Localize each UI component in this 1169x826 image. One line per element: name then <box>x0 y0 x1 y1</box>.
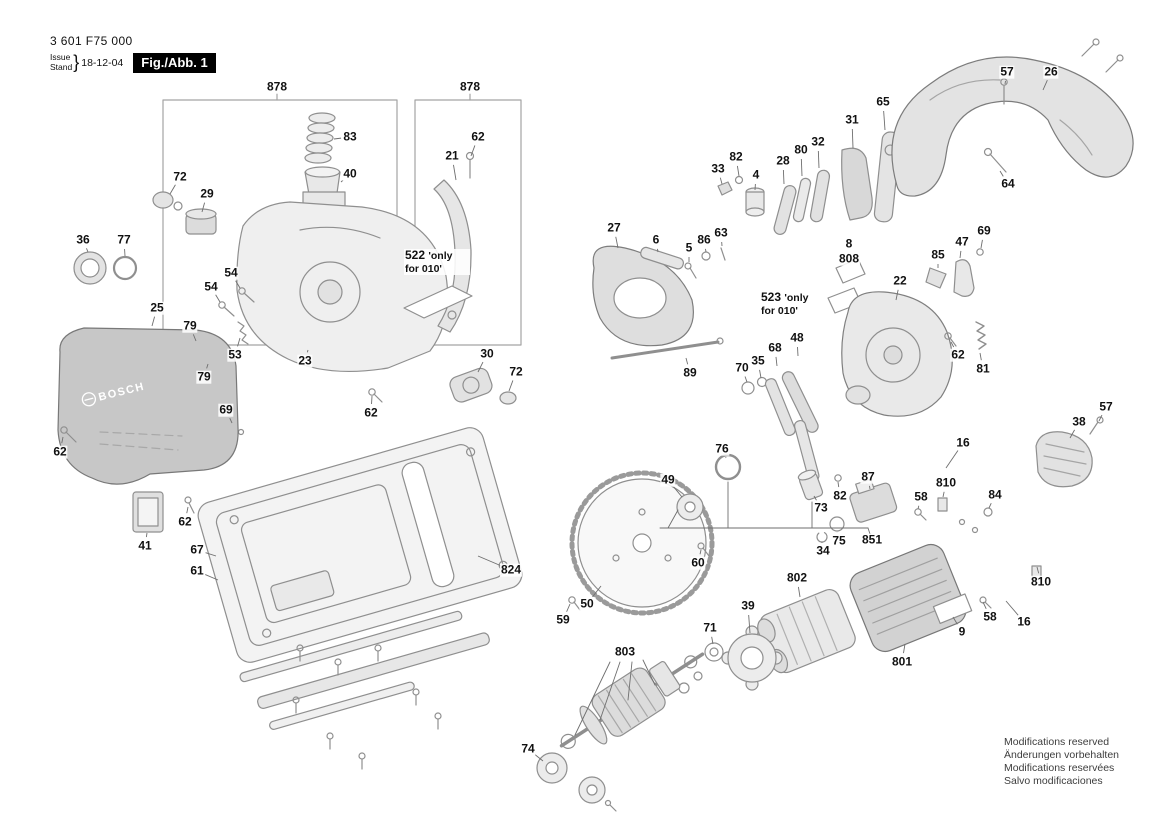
gear-housing-drawing <box>841 248 987 417</box>
armature-drawing <box>559 642 724 749</box>
motor-housing-drawing <box>849 543 973 653</box>
note-line: Salvo modificaciones <box>1004 775 1103 788</box>
note-line: Modifications reserved <box>1004 736 1110 748</box>
front-handle-drawing <box>592 245 726 347</box>
group-frame-878-right <box>414 93 522 346</box>
issue-label: Issue <box>50 51 71 62</box>
leader-lines <box>61 80 1103 762</box>
sticker-522 <box>403 285 473 319</box>
group-bracket-851 <box>659 481 871 535</box>
ring-drawing <box>73 251 138 285</box>
header: 3 601 F75 000 Issue Stand } 18-12-04 Fig… <box>50 34 216 73</box>
issue-row: Issue Stand } 18-12-04 Fig./Abb. 1 <box>50 52 216 73</box>
left-cover-drawing: BOSCH <box>57 327 239 485</box>
modification-notes: Modifications reserved Änderungen vorbeh… <box>1004 736 1119 789</box>
issue-date: 18-12-04 <box>81 56 124 69</box>
fan-discs-drawing <box>536 752 617 812</box>
bearing-flange-drawing <box>721 625 783 691</box>
brush-holder-drawing <box>1035 416 1104 488</box>
linkage-levers-drawing <box>741 371 820 482</box>
spindle-rod-drawing <box>610 337 724 360</box>
note-line: Modifications reservées <box>1004 762 1115 775</box>
trigger-parts-drawing <box>717 131 901 235</box>
brace-glyph: } <box>73 52 80 72</box>
hose-drawing <box>304 112 336 164</box>
document-number: 3 601 F75 000 <box>50 34 133 48</box>
issue-stand-labels: Issue Stand <box>50 51 73 73</box>
blade-guard-drawing <box>236 191 449 373</box>
stand-label: Stand <box>50 61 73 72</box>
figure-badge: Fig./Abb. 1 <box>133 52 216 73</box>
lever-30-drawing <box>368 367 517 405</box>
cap-knob-drawing <box>152 191 217 235</box>
saw-blade-drawing <box>568 453 845 694</box>
main-handle-drawing <box>891 38 1134 197</box>
note-line: Änderungen vorbehalten <box>1004 749 1120 762</box>
switch-drawing <box>849 478 1042 609</box>
base-plate-drawing <box>197 427 523 770</box>
